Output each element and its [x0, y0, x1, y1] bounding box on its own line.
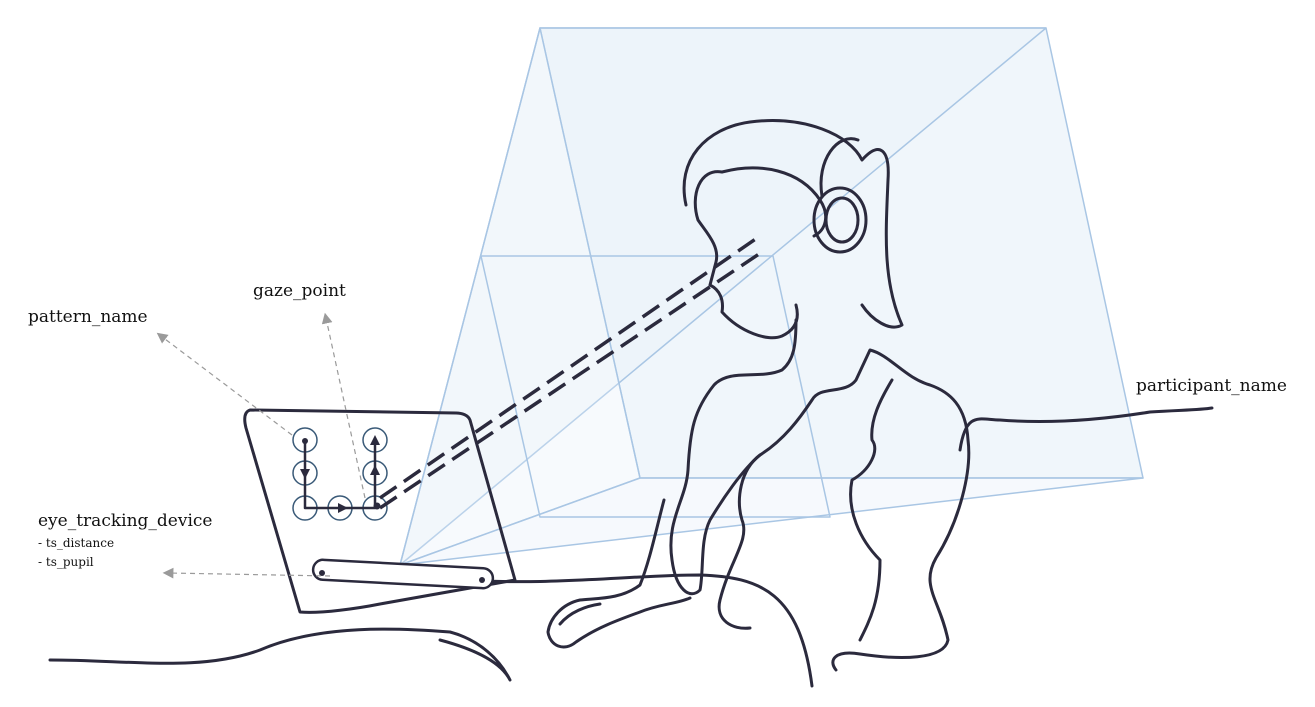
gaze-line-upper	[379, 234, 761, 500]
eye-tracking-device-label: eye_tracking_device	[38, 511, 213, 531]
participant-name-label: participant_name	[1136, 376, 1287, 396]
laptop	[243, 408, 517, 614]
headphone-band	[819, 137, 860, 198]
pattern-name-pointer	[156, 332, 293, 436]
gaze-point-dot	[373, 502, 381, 510]
gaze-pattern	[292, 427, 388, 521]
device-pointer	[162, 567, 331, 579]
pattern-start-dot	[302, 438, 308, 444]
tracking-volume-frustum	[399, 27, 1144, 566]
eye-tracker-bar	[311, 558, 495, 590]
participant-hand	[546, 498, 692, 649]
frustum-mid-plane	[480, 255, 831, 518]
gaze-point-label: gaze_point	[253, 281, 346, 301]
ts-distance-label: - ts_distance	[38, 536, 115, 550]
participant-cable	[958, 406, 1214, 452]
gaze-lines	[379, 234, 766, 510]
participant-torso	[669, 318, 971, 672]
gaze-point-pointer	[321, 312, 366, 499]
laptop-screen	[243, 408, 517, 614]
label-pointers	[156, 312, 366, 579]
pattern-name-label: pattern_name	[28, 307, 148, 327]
tracker-sensor-left	[319, 570, 325, 576]
tracker-sensor-right	[479, 577, 485, 583]
participant-hair	[682, 119, 904, 329]
gaze-line-lower	[379, 248, 766, 510]
participant-figure	[546, 119, 1214, 672]
frustum-bottom-face	[399, 477, 1144, 566]
participant-face	[693, 170, 799, 340]
headphone-cup	[812, 186, 868, 254]
ts-pupil-label: - ts_pupil	[38, 555, 94, 569]
